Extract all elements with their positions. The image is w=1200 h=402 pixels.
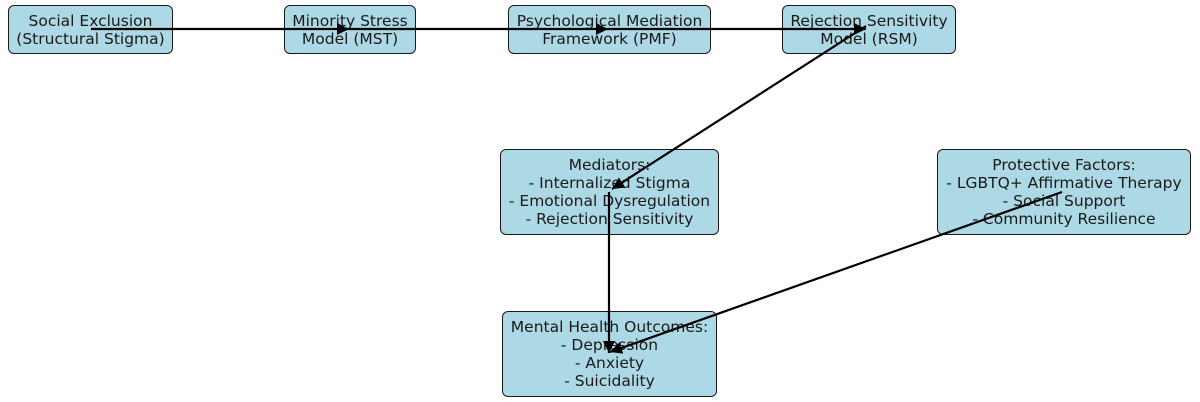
node-list-item: - Social Support: [1002, 192, 1126, 210]
node-list-item: - Community Resilience: [972, 210, 1156, 228]
node-text-line: Model (RSM): [820, 29, 918, 48]
node-list-item: - Anxiety: [574, 354, 645, 372]
node-rejection-sensitivity-model: Rejection Sensitivity Model (RSM): [782, 5, 956, 54]
node-list-item: - Emotional Dysregulation: [508, 192, 711, 210]
node-heading: Mental Health Outcomes:: [510, 318, 709, 336]
node-text-line: Minority Stress: [292, 11, 408, 30]
node-list-item: - Internalized Stigma: [528, 174, 691, 192]
node-mediators: Mediators: - Internalized Stigma - Emoti…: [500, 149, 719, 235]
node-text-line: Rejection Sensitivity: [790, 11, 948, 30]
node-protective-factors: Protective Factors: - LGBTQ+ Affirmative…: [937, 149, 1191, 235]
node-heading: Protective Factors:: [992, 156, 1136, 174]
node-text-line: Framework (PMF): [542, 29, 677, 48]
node-text-line: (Structural Stigma): [16, 29, 165, 48]
node-list-item: - Depression: [560, 336, 659, 354]
node-heading: Mediators:: [568, 156, 651, 174]
node-list-item: - Suicidality: [564, 372, 655, 390]
node-list-item: - Rejection Sensitivity: [525, 210, 694, 228]
node-text-line: Social Exclusion: [28, 11, 153, 30]
node-minority-stress-model: Minority Stress Model (MST): [284, 5, 416, 54]
node-psychological-mediation-framework: Psychological Mediation Framework (PMF): [508, 5, 711, 54]
node-text-line: Psychological Mediation: [516, 11, 703, 30]
node-social-exclusion: Social Exclusion (Structural Stigma): [8, 5, 173, 54]
node-list-item: - LGBTQ+ Affirmative Therapy: [946, 174, 1182, 192]
node-text-line: Model (MST): [301, 29, 399, 48]
node-mental-health-outcomes: Mental Health Outcomes: - Depression - A…: [502, 311, 717, 397]
